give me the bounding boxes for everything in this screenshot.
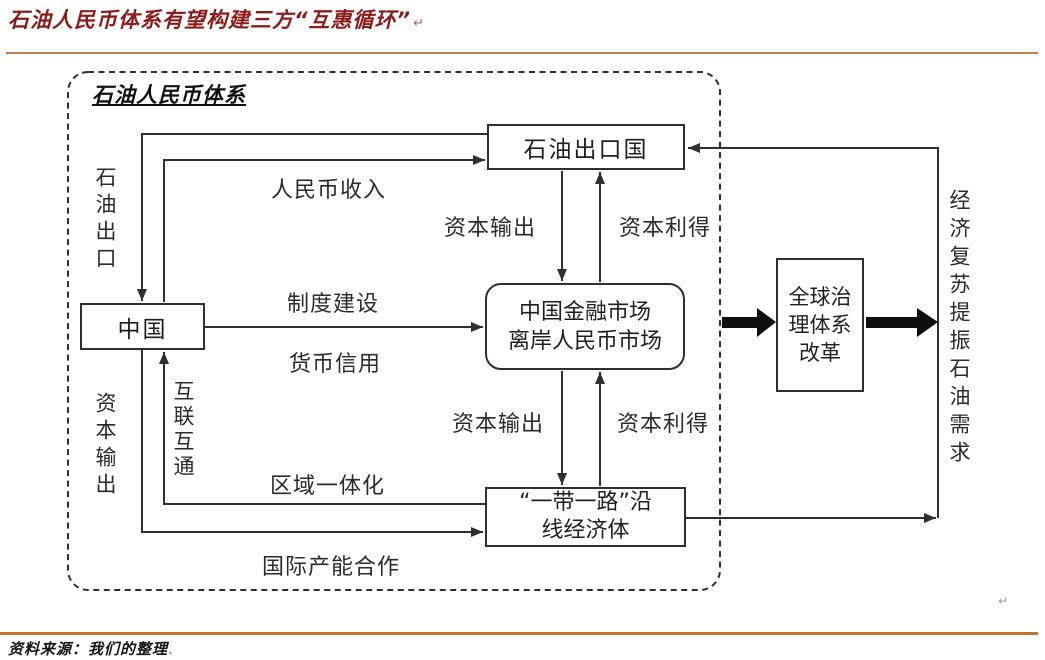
node-financial-market: 中国金融市场 离岸人民币市场 (485, 283, 685, 370)
label-institution-building: 制度建设 (287, 292, 380, 317)
node-belt-road: “一带一路”沿 线经济体 (485, 487, 686, 547)
node-oil-exporters: 石油出口国 (487, 124, 685, 170)
figure-title: 石油人民币体系有望构建三方“互惠循环”↵ (8, 4, 425, 34)
paragraph-mark-icon: ↵ (413, 16, 425, 31)
node-governance-reform: 全球治 理体系 改革 (776, 258, 864, 392)
edge-capacity-coop (141, 350, 483, 537)
label-capital-output-top: 资本输出 (444, 216, 537, 241)
thick-arrow-from-governance-icon (866, 308, 938, 337)
line-break-mark-icon: ↵ (998, 594, 1009, 608)
edge-oil-export (137, 133, 487, 301)
label-currency-credit: 货币信用 (289, 352, 382, 377)
label-capital-output-mid: 资本输出 (452, 412, 545, 437)
edge-interconnection (159, 352, 485, 505)
label-intl-capacity-coop: 国际产能合作 (262, 555, 401, 580)
edge-rmb-income (163, 155, 485, 302)
label-capital-gains-mid: 资本利得 (617, 412, 710, 437)
bottom-divider (0, 632, 1038, 635)
source-note-text: 资料来源：我们的整理 (8, 640, 169, 658)
label-regional-integration: 区域一体化 (270, 474, 386, 499)
label-capital-gains-top: 资本利得 (619, 216, 712, 241)
label-capital-output-left: 资本输出 (93, 392, 117, 500)
label-oil-export: 石油出口 (93, 166, 117, 274)
label-recovery-demand: 经济复苏提振石油需求 (947, 189, 971, 469)
figure-title-text: 石油人民币体系有望构建三方“互惠循环” (8, 8, 412, 32)
source-note: 资料来源：我们的整理、 (8, 638, 180, 659)
node-china: 中国 (80, 303, 205, 350)
system-boundary-dashed-box (67, 71, 721, 591)
label-interconnection: 互联互通 (171, 380, 195, 480)
label-rmb-income: 人民币收入 (271, 178, 387, 203)
thick-arrow-to-governance-icon (722, 308, 776, 337)
edge-recovery-demand (688, 143, 939, 518)
system-boundary-label: 石油人民币体系 (92, 83, 246, 107)
source-note-mark-icon: 、 (168, 644, 181, 657)
top-divider (6, 52, 1038, 54)
